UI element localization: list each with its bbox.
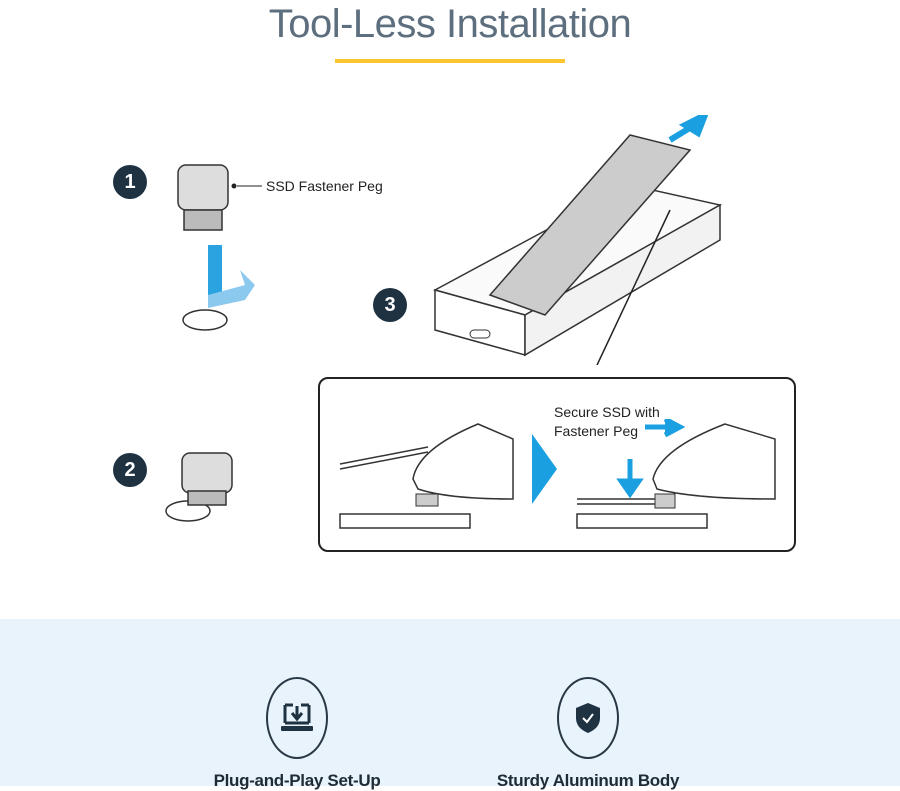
feature-aluminum-body: Sturdy Aluminum Body xyxy=(458,619,718,791)
after-peg-illustration xyxy=(576,419,776,529)
page-title: Tool-Less Installation xyxy=(268,2,632,46)
laptop-download-icon xyxy=(281,703,313,731)
feature-plug-and-play: Plug-and-Play Set-Up xyxy=(167,619,427,791)
secure-ssd-label: Secure SSD with Fastener Peg xyxy=(554,404,660,439)
fastener-peg-illustration-1 xyxy=(177,164,262,331)
step-1-badge: 1 xyxy=(113,165,147,199)
detail-panel: Secure SSD with Fastener Peg xyxy=(318,377,796,552)
fastener-peg-label: SSD Fastener Peg xyxy=(266,178,383,194)
features-band: Plug-and-Play Set-Up Sturdy Aluminum Bod… xyxy=(0,619,900,790)
feature-label: Sturdy Aluminum Body xyxy=(496,771,680,790)
step-3-badge: 3 xyxy=(373,288,407,322)
enclosure-illustration xyxy=(433,115,723,365)
title-underline xyxy=(335,59,565,63)
feature-label: Plug-and-Play Set-Up xyxy=(213,771,381,790)
next-arrow-icon xyxy=(532,434,557,504)
step-2-badge: 2 xyxy=(113,453,147,487)
fastener-peg-illustration-2 xyxy=(165,452,233,522)
before-peg-illustration xyxy=(339,423,514,529)
shield-check-icon xyxy=(576,703,600,733)
